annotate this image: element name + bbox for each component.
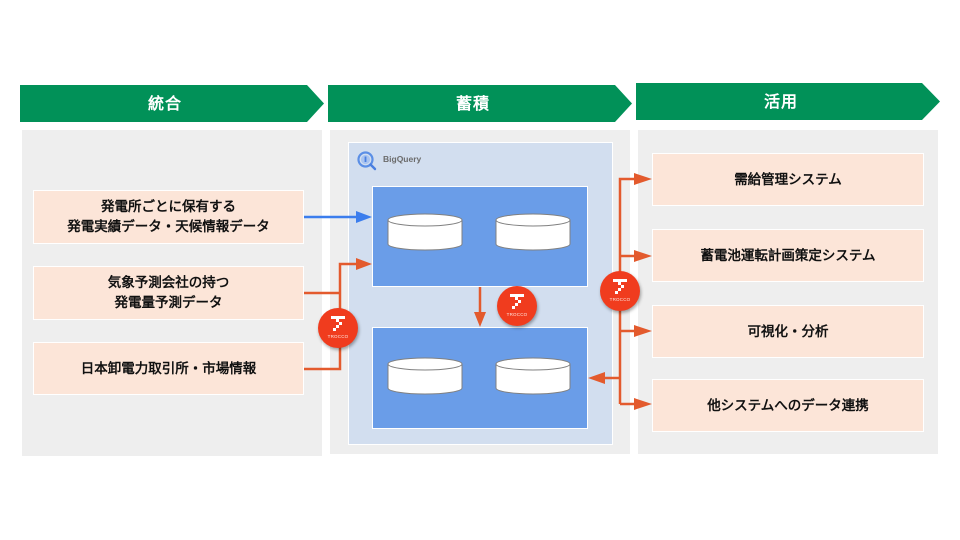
target-card-data-integration: 他システムへのデータ連携 bbox=[652, 379, 924, 432]
source-card-line: 気象予測会社の持つ bbox=[107, 275, 230, 291]
trocco-badge-label: TROCCO bbox=[506, 312, 528, 317]
target-card-label: 蓄電池運転計画策定システム bbox=[700, 247, 876, 264]
stage-label: 蓄積 bbox=[455, 94, 490, 113]
trocco-badge-label: TROCCO bbox=[327, 334, 349, 339]
stage-label: 統合 bbox=[147, 94, 182, 113]
target-card-label: 他システムへのデータ連携 bbox=[707, 397, 869, 414]
stage-label: 活用 bbox=[763, 92, 798, 111]
source-card-line: 発電実績データ・天候情報データ bbox=[67, 219, 270, 235]
source-card-jepx-market: 日本卸電力取引所・市場情報 bbox=[33, 342, 304, 395]
target-card-visualization: 可視化・分析 bbox=[652, 305, 924, 358]
trocco-badge-label: TROCCO bbox=[609, 297, 631, 302]
source-card-plant-data: 発電所ごとに保有する 発電実績データ・天候情報データ bbox=[33, 190, 304, 244]
chevron-shape bbox=[328, 85, 632, 122]
target-card-label: 需給管理システム bbox=[734, 171, 842, 188]
dataset-upper bbox=[372, 186, 588, 287]
target-card-label: 可視化・分析 bbox=[747, 323, 829, 340]
bigquery-icon bbox=[357, 151, 377, 171]
stage-header-utilization: 活用 bbox=[636, 83, 941, 120]
stage-header-storage: 蓄積 bbox=[328, 85, 633, 122]
trocco-badge-distribute: TROCCO bbox=[600, 271, 640, 311]
chevron-shape bbox=[20, 85, 324, 122]
trocco-badge-ingest: TROCCO bbox=[318, 308, 358, 348]
stage-header-integration: 統合 bbox=[20, 85, 325, 122]
source-card-weather-forecast: 気象予測会社の持つ 発電量予測データ bbox=[33, 266, 304, 320]
target-card-supply-demand: 需給管理システム bbox=[652, 153, 924, 206]
source-card-line: 発電量予測データ bbox=[114, 295, 223, 311]
trocco-logo-icon bbox=[510, 294, 524, 309]
target-card-battery-planning: 蓄電池運転計画策定システム bbox=[652, 229, 924, 282]
trocco-logo-icon bbox=[331, 316, 345, 331]
trocco-logo-icon bbox=[613, 279, 627, 294]
bigquery-label: BigQuery bbox=[383, 154, 422, 164]
dataset-lower bbox=[372, 327, 588, 429]
source-card-line: 日本卸電力取引所・市場情報 bbox=[80, 360, 257, 377]
source-card-line: 発電所ごとに保有する bbox=[101, 199, 236, 215]
chevron-shape bbox=[636, 83, 940, 120]
trocco-badge-transform: TROCCO bbox=[497, 286, 537, 326]
